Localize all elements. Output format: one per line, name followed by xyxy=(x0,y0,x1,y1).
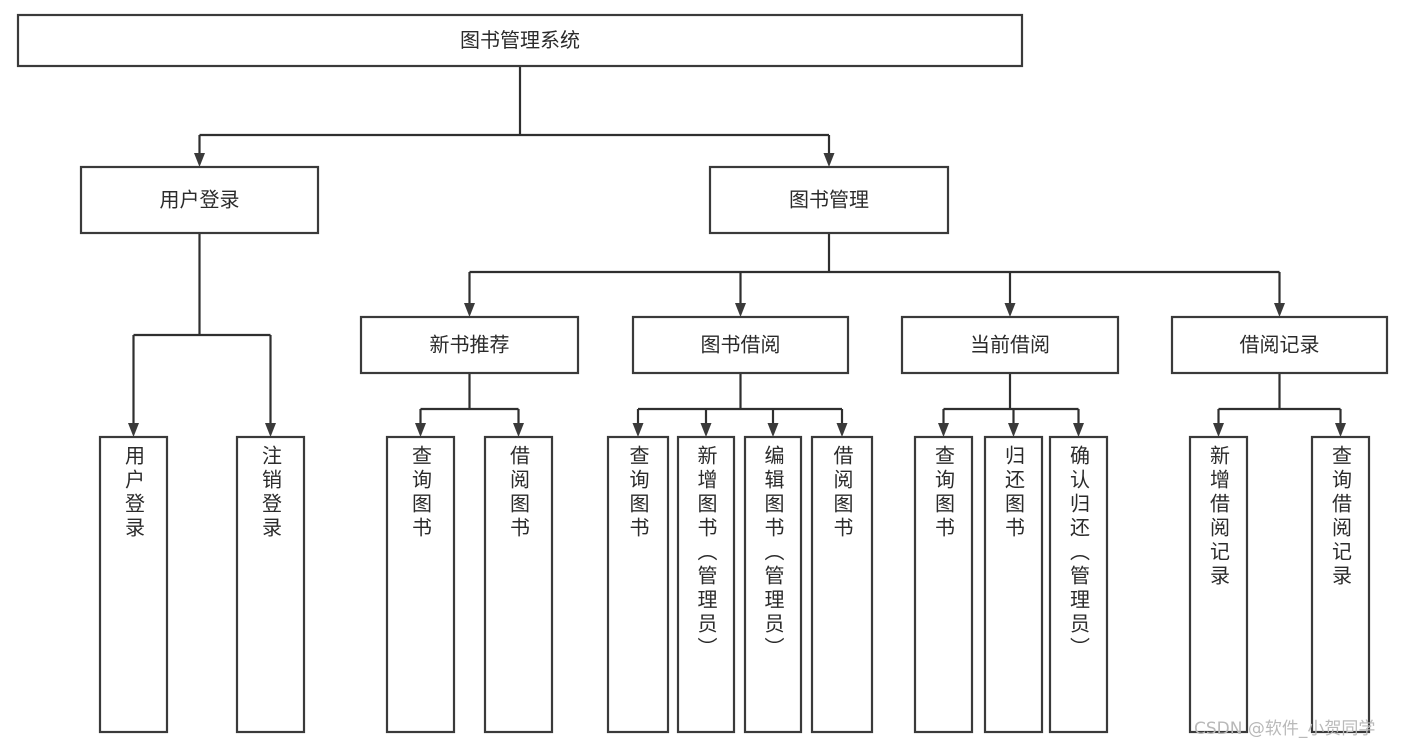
link-新书推荐-0-arrow-0 xyxy=(415,423,426,437)
node-box-l2-1[interactable] xyxy=(708,165,950,235)
link-book-mgmt-arrow-3 xyxy=(1274,303,1285,317)
link-book-mgmt-arrow-1 xyxy=(735,303,746,317)
node-box-leaf-0[interactable] xyxy=(98,435,169,734)
node-label-l3-2: 当前借阅 xyxy=(970,333,1050,357)
node-box-leaf-1[interactable] xyxy=(235,435,306,734)
node-box-leaf-2[interactable] xyxy=(385,435,456,734)
node-box-l3-0[interactable] xyxy=(359,315,580,375)
node-label-root-0: 图书管理系统 xyxy=(460,28,580,52)
node-label-l3-0: 新书推荐 xyxy=(430,333,510,357)
node-label-l2-0: 用户登录 xyxy=(160,188,240,212)
link-当前借阅-2-arrow-1 xyxy=(1008,423,1019,437)
link-user-login-arrow-0 xyxy=(128,423,139,437)
link-当前借阅-2-arrow-2 xyxy=(1073,423,1084,437)
node-box-l3-2[interactable] xyxy=(900,315,1120,375)
link-借阅记录-3-arrow-0 xyxy=(1213,423,1224,437)
node-box-leaf-6[interactable] xyxy=(743,435,803,734)
link-root-arrow-1 xyxy=(823,153,835,167)
link-图书借阅-1-arrow-3 xyxy=(836,423,848,437)
link-root-arrow-0 xyxy=(194,153,205,167)
node-box-root-0[interactable] xyxy=(16,13,1024,68)
link-当前借阅-2-arrow-0 xyxy=(938,423,949,437)
link-借阅记录-3-arrow-1 xyxy=(1335,423,1346,437)
node-box-leaf-10[interactable] xyxy=(1048,435,1109,734)
link-book-mgmt-arrow-2 xyxy=(1004,303,1016,317)
node-box-leaf-11[interactable] xyxy=(1188,435,1249,734)
node-box-leaf-5[interactable] xyxy=(676,435,736,734)
node-box-leaf-9[interactable] xyxy=(983,435,1044,734)
node-box-leaf-12[interactable] xyxy=(1310,435,1371,734)
link-图书借阅-1-arrow-2 xyxy=(767,423,779,437)
node-box-l2-0[interactable] xyxy=(79,165,320,235)
node-box-leaf-4[interactable] xyxy=(606,435,670,734)
link-user-login-arrow-1 xyxy=(265,423,276,437)
node-box-leaf-7[interactable] xyxy=(810,435,874,734)
node-label-l3-1: 图书借阅 xyxy=(701,333,781,357)
node-box-leaf-8[interactable] xyxy=(913,435,974,734)
link-book-mgmt-arrow-0 xyxy=(464,303,475,317)
connector-layer xyxy=(128,66,1346,437)
node-box-l3-3[interactable] xyxy=(1170,315,1389,375)
link-新书推荐-0-arrow-1 xyxy=(513,423,524,437)
link-图书借阅-1-arrow-0 xyxy=(632,423,644,437)
node-label-l2-1: 图书管理 xyxy=(789,188,869,212)
node-box-leaf-3[interactable] xyxy=(483,435,554,734)
node-box-layer xyxy=(16,13,1389,734)
link-图书借阅-1-arrow-1 xyxy=(700,423,712,437)
node-box-l3-1[interactable] xyxy=(631,315,850,375)
node-label-l3-3: 借阅记录 xyxy=(1240,333,1320,357)
